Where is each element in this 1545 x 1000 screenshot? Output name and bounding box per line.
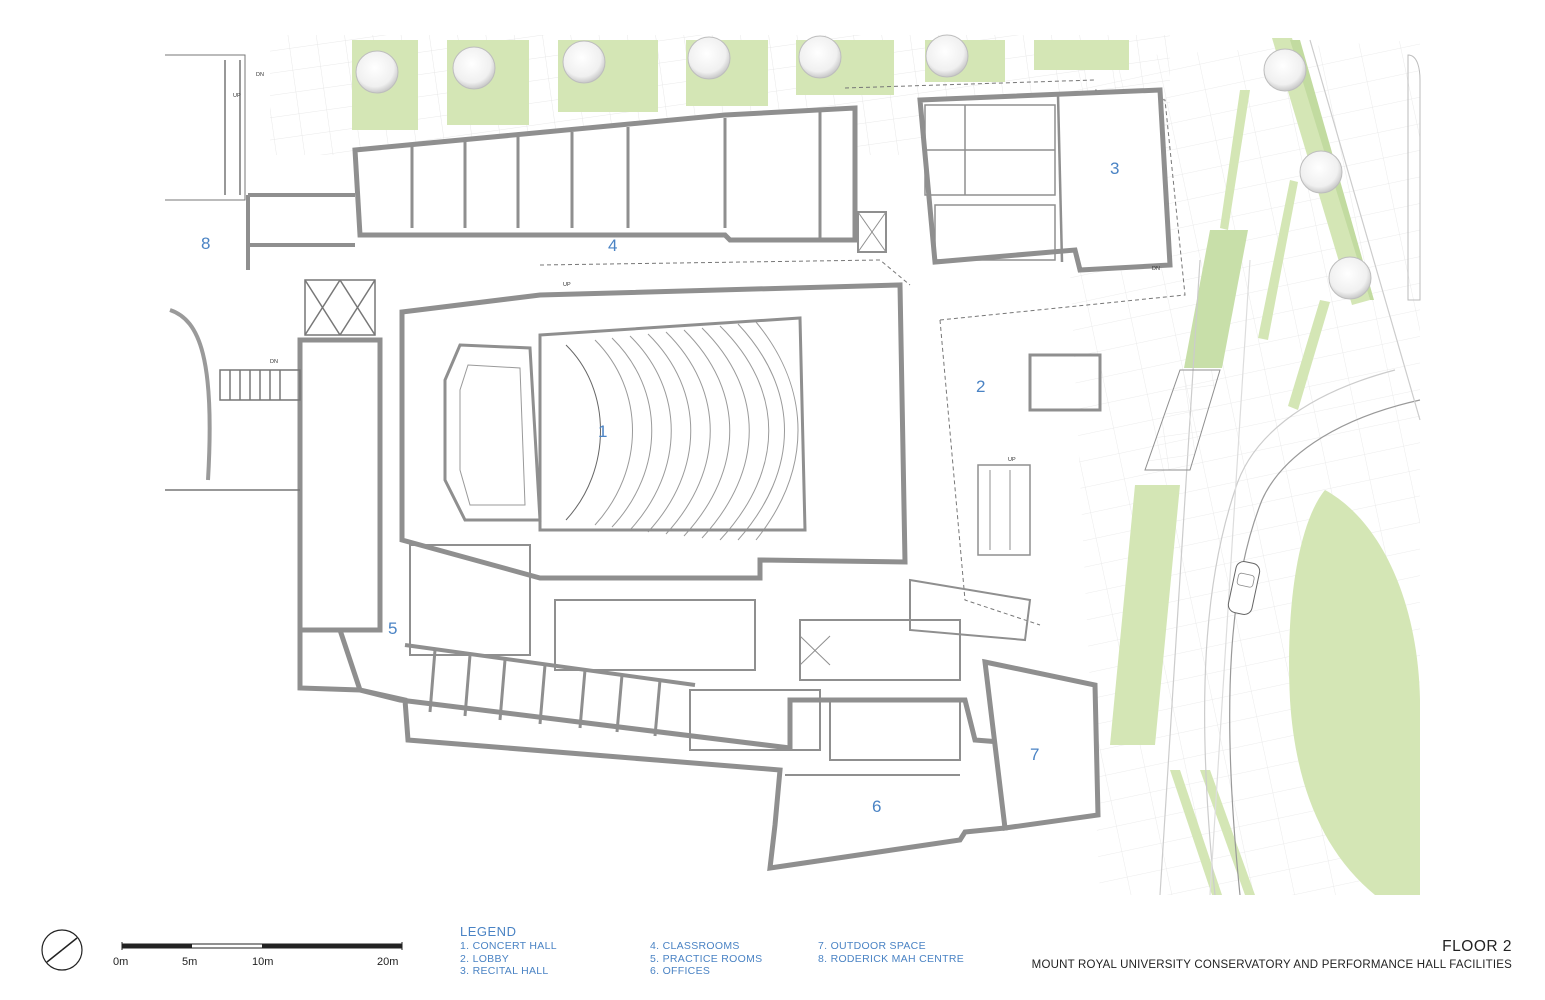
stair-labels: DN UP UP DN UP DN	[233, 72, 1160, 463]
concert-hall-seating	[443, 316, 807, 541]
room-number-7: 7	[1030, 745, 1040, 764]
room-number-4: 4	[608, 236, 618, 255]
legend-item: 2. LOBBY	[460, 952, 510, 965]
north-partitions	[410, 112, 887, 253]
legend-item: 6. OFFICES	[650, 965, 711, 977]
legend-column-1: 1. CONCERT HALL 2. LOBBY 3. RECITAL HALL	[460, 940, 557, 978]
legend-title: LEGEND	[460, 924, 517, 939]
room-number-8: 8	[201, 234, 211, 253]
stair-label: UP	[1008, 457, 1016, 463]
lobby-elements	[909, 353, 1221, 642]
stair-label: UP	[563, 282, 571, 288]
stair-label: DN	[1152, 266, 1160, 272]
scale-label: 0m	[113, 956, 129, 968]
scale-label: 5m	[182, 956, 198, 968]
scale-label: 20m	[377, 956, 399, 968]
floor-title: FLOOR 2	[1442, 938, 1512, 955]
legend-column-3: 7. OUTDOOR SPACE 8. RODERICK MAH CENTRE	[818, 940, 964, 965]
legend-item: 7. OUTDOOR SPACE	[818, 940, 926, 952]
west-core	[165, 54, 376, 491]
road	[1159, 39, 1421, 896]
stair-label: UP	[233, 93, 241, 99]
room-number-5: 5	[388, 619, 398, 638]
legend-item: 1. CONCERT HALL	[460, 940, 557, 952]
scale-bar	[121, 942, 403, 950]
scale-label: 10m	[252, 956, 274, 968]
legend-item: 8. RODERICK MAH CENTRE	[818, 952, 965, 965]
room-number-2: 2	[976, 377, 986, 396]
legend-column-2: 4. CLASSROOMS 5. PRACTICE ROOMS 6. OFFIC…	[650, 940, 762, 978]
stair-label: DN	[256, 72, 264, 78]
room-number-3: 3	[1110, 159, 1120, 178]
practice-partitions	[404, 544, 961, 776]
trees	[355, 34, 1372, 300]
legend-item: 5. PRACTICE ROOMS	[650, 952, 763, 965]
recital-partitions	[924, 94, 1064, 263]
floor-subtitle: MOUNT ROYAL UNIVERSITY CONSERVATORY AND …	[1031, 959, 1512, 971]
stair-label: DN	[270, 359, 278, 365]
north-arrow-icon	[41, 929, 83, 971]
legend-item: 4. CLASSROOMS	[650, 940, 740, 952]
car-icon	[1227, 561, 1261, 615]
corridor-8	[246, 193, 355, 270]
legend-item: 3. RECITAL HALL	[460, 965, 549, 977]
room-number-6: 6	[872, 797, 882, 816]
room-number-1: 1	[598, 422, 608, 441]
building-walls	[297, 87, 1173, 871]
